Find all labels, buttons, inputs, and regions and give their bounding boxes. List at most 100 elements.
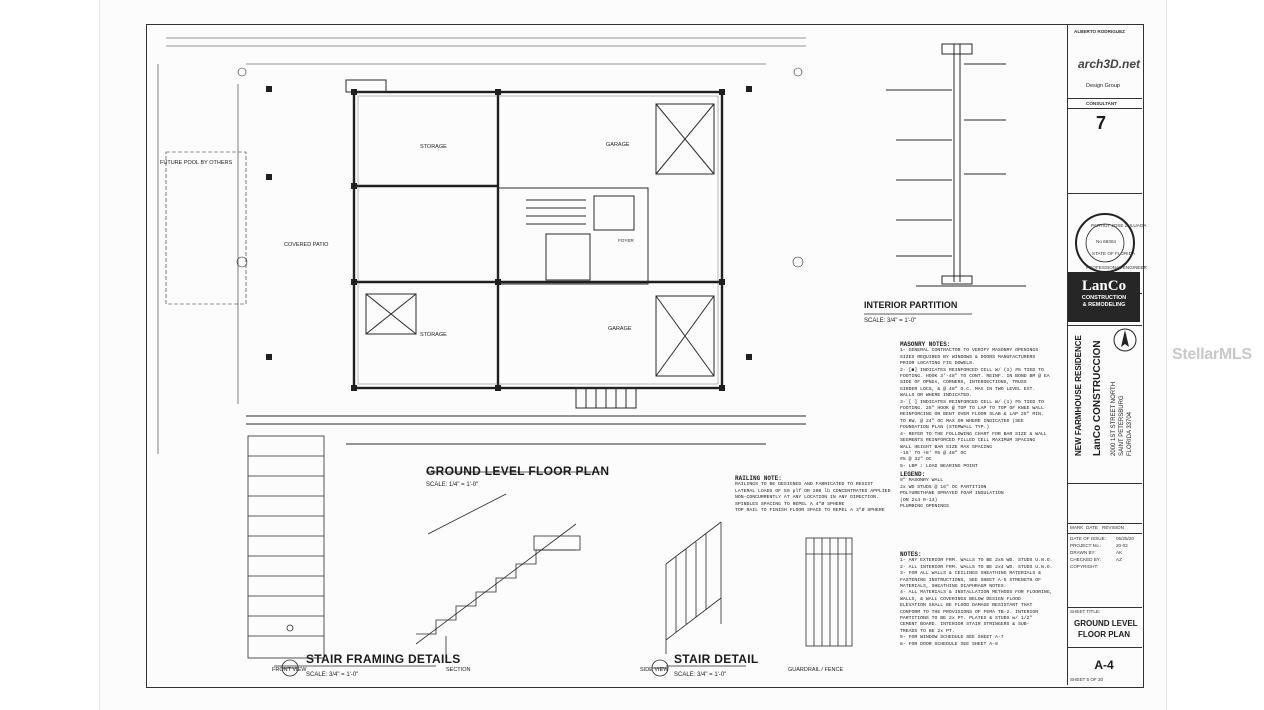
- contractor-line2: & REMODELING: [1082, 302, 1126, 308]
- masonry-note-line: SIZES REQUIRED BY WINDOWS & DOORS MANUFA…: [900, 354, 1036, 360]
- general-note-line: WALLS, & WALL COVERINGS BELOW DESIGN FLO…: [900, 596, 1021, 602]
- room-storage-bottom: STORAGE: [420, 332, 447, 338]
- seal-state: STATE OF FLORIDA: [1092, 251, 1135, 256]
- general-note-line: 3- FOR ALL WALLS & CEILINGS SHEATHING MA…: [900, 571, 1042, 577]
- masonry-note-line: FOOTING. 25" HOOK @ TOP TO LAP TO TOP OF…: [900, 406, 1044, 412]
- legend-line: POLYURETHANE SPRAYED FOAM INSULATION: [900, 491, 1004, 497]
- general-notes-title: NOTES:: [900, 551, 922, 558]
- covered-patio-label: COVERED PATIO: [284, 242, 329, 248]
- drawing-sheet: [100, 0, 1166, 710]
- general-note-line: 2- ALL INTERIOR FRM. WALLS TO BE 2x4 WD.…: [900, 564, 1053, 570]
- room-storage-top: STORAGE: [420, 144, 447, 150]
- legend-line: (ON 2x4 R-13): [900, 497, 938, 503]
- design-group: Design Group: [1086, 83, 1120, 89]
- general-note-line: PARTITIONS TO BE 2x PT. PLATES & STUDS w…: [900, 616, 1033, 622]
- masonry-notes: MASONRY NOTES: 1- GENERAL CONTRACTOR TO …: [900, 341, 1050, 470]
- masonry-note-line: GIRDER LOCS, & @ 48" O.C. MAX IN TWO LEV…: [900, 386, 1036, 392]
- general-note-line: 1- ANY EXTERIOR FRM. WALLS TO BE 2x6 WD.…: [900, 558, 1053, 564]
- info-value: 05/25/20: [1116, 536, 1134, 541]
- general-note-line: TREADS TO BE 2x PT.: [900, 628, 955, 634]
- masonry-note-line: TO KW. @ 24" OC MAX OR WHERE INDICATED (…: [900, 418, 1024, 424]
- main-plan-scale: SCALE: 1/4" = 1'-0": [426, 482, 479, 488]
- north-arrow-icon: [1113, 328, 1137, 352]
- sheet-title-line2: FLOOR PLAN: [1078, 630, 1130, 639]
- masonry-note-line: #5 @ 32" OC: [900, 457, 932, 463]
- floor-plan-linework: [157, 37, 1026, 677]
- railing-note-line: TOP RAIL TO FINISH FLOOR SPACE TO REPEL …: [735, 508, 885, 514]
- stair-detail-title: STAIR DETAIL: [674, 652, 759, 666]
- room-garage-bottom: GARAGE: [608, 326, 632, 332]
- legend-title: LEGEND:: [900, 471, 926, 478]
- rev-header-date: DATE: [1086, 525, 1098, 530]
- room-garage-top: GARAGE: [606, 142, 630, 148]
- address-line3: FLORIDA 33704: [1127, 411, 1133, 456]
- watermark-logo: StellarMLS: [1172, 346, 1252, 363]
- info-value: AZ: [1116, 557, 1122, 562]
- title-block: ALBERTO RODRIGUEZ arch3D.net Design Grou…: [1067, 25, 1147, 685]
- stair-framing-title: STAIR FRAMING DETAILS: [306, 652, 461, 666]
- sheet-title-line1: GROUND LEVEL: [1074, 619, 1138, 628]
- railing-note-line: RAILINGS TO BE DESIGNED AND FABRICATED T…: [735, 482, 874, 488]
- masonry-note-line: WALL HEIGHT BAR SIZE MAX SPACING: [900, 444, 993, 450]
- railing-note-line: LATERAL LOADS OF 50 plf OR 200 lb CONCEN…: [735, 488, 891, 494]
- seal-bottom-text: PROFESSIONAL ENGINEER: [1086, 265, 1147, 270]
- masonry-note-line: PRIOR LOCATING FIG DOWELS.: [900, 361, 975, 367]
- sheet-number: A-4: [1094, 658, 1114, 672]
- railing-note: RAILING NOTE: RAILINGS TO BE DESIGNED AN…: [735, 475, 891, 514]
- railing-note-title: RAILING NOTE:: [735, 475, 782, 482]
- info-label: COPYRIGHT:: [1070, 564, 1099, 569]
- legend: LEGEND: 8" MASONRY WALL 2x WD STUDS @ 16…: [900, 471, 1004, 510]
- sheet-count: SHEET 5 OF 20: [1070, 677, 1104, 682]
- masonry-note-line: WALLS OR WHERE INDICATED.: [900, 393, 972, 399]
- architect-name: ALBERTO RODRIGUEZ: [1074, 29, 1125, 34]
- front-view-label: FRONT VIEW: [272, 667, 307, 673]
- section-label: SECTION: [446, 667, 471, 673]
- seal-license: No 68304: [1096, 239, 1116, 244]
- railing-note-line: NON-CONCURRENTLY AT ANY LOCATION IN ANY …: [735, 495, 879, 501]
- masonry-note-line: 5- LBP : LOAD BEARING POINT: [900, 463, 978, 469]
- room-foyer: FOYER: [618, 238, 634, 243]
- masonry-note-line: SIDE OF OPNGs, CORNERS, INTERSECTIONS, T…: [900, 380, 1027, 386]
- info-label: CHECKED BY:: [1070, 557, 1101, 562]
- masonry-note-line: FOOTING. HOOK 3'-48" TO CONT. REINF. IN …: [900, 374, 1050, 380]
- future-pool-label: FUTURE POOL BY OTHERS: [160, 160, 233, 166]
- address-line1: 2000 1ST STREET NORTH: [1111, 381, 1117, 456]
- contractor-line1: CONSTRUCTION: [1081, 295, 1127, 301]
- masonry-note-line: 2- [■] INDICATES REINFORCED CELL W/ (1) …: [900, 367, 1044, 373]
- masonry-note-line: 3- [ ] INDICATES REINFORCED CELL W/ (1) …: [900, 399, 1044, 405]
- legend-line: 8" MASONRY WALL: [900, 478, 944, 484]
- info-label: DRAWN BY:: [1070, 550, 1096, 555]
- general-note-line: CEMENT BOARD. INTERIOR STAIR STRINGERS &…: [900, 622, 1030, 628]
- info-value: 20-02: [1116, 543, 1128, 548]
- info-label: PROJECT No.:: [1070, 543, 1102, 548]
- general-note-line: 5- FOR WINDOW SCHEDULE SEE SHEET A-7: [900, 635, 1004, 641]
- guardrail-label: GUARDRAIL / FENCE: [788, 667, 844, 673]
- project-name: NEW FARMHOUSE RESIDENCE: [1074, 335, 1083, 456]
- contractor-logo: LanCo CONSTRUCTION & REMODELING: [1068, 272, 1140, 322]
- address-line2: SAINT PETERSBURG: [1119, 395, 1125, 456]
- info-value: AK: [1116, 550, 1123, 555]
- masonry-note-line: FOUNDATION PLAN (STEMWALL TYP.): [900, 425, 990, 431]
- consultant-label: CONSULTANT: [1086, 101, 1117, 106]
- railing-note-line: SPINDLES SPACING TO REPEL A 4"Ø SPHERE: [735, 501, 845, 507]
- interior-partition-scale: SCALE: 3/4" = 1'-0": [864, 318, 917, 324]
- legend-line: PLUMBING OPENINGS: [900, 504, 949, 510]
- masonry-note-line: -16' TO +8' #5 @ 48" OC: [900, 450, 967, 456]
- contractor-name: LanCo: [1081, 278, 1127, 294]
- masonry-note-line: 1- GENERAL CONTRACTOR TO VERIFY MASONRY …: [900, 348, 1039, 354]
- rev-header-mark: MARK: [1070, 525, 1084, 530]
- legend-line: 2x WD STUDS @ 16" OC PARTITION: [900, 484, 987, 490]
- main-plan-title: GROUND LEVEL FLOOR PLAN: [426, 464, 610, 478]
- architect-logo: arch3D.net: [1078, 57, 1141, 71]
- masonry-note-line: REINFORCING OR BENT OVER FLOOR SLAB & LA…: [900, 412, 1044, 418]
- interior-partition-title: INTERIOR PARTITION: [864, 300, 958, 310]
- drawing-border: [146, 24, 1144, 688]
- client-name: LanCo CONSTRUCCION: [1092, 340, 1103, 456]
- info-label: DATE OF ISSUE:: [1070, 536, 1106, 541]
- side-view-label: SIDE VIEW: [640, 667, 669, 673]
- general-note-line: 4- ALL MATERIALS & INSTALLATION METHODS …: [900, 590, 1053, 596]
- general-note-line: 6- FOR DOOR SCHEDULE SEE SHEET A-8: [900, 641, 998, 647]
- seal-top-text: PATRIOT JOSE ZULUAGA: [1091, 223, 1147, 228]
- general-note-line: FASTENING INSTRUCTIONS, SEE SHEET A-5 ST…: [900, 577, 1042, 583]
- stair-framing-scale: SCALE: 3/4" = 1'-0": [306, 672, 359, 678]
